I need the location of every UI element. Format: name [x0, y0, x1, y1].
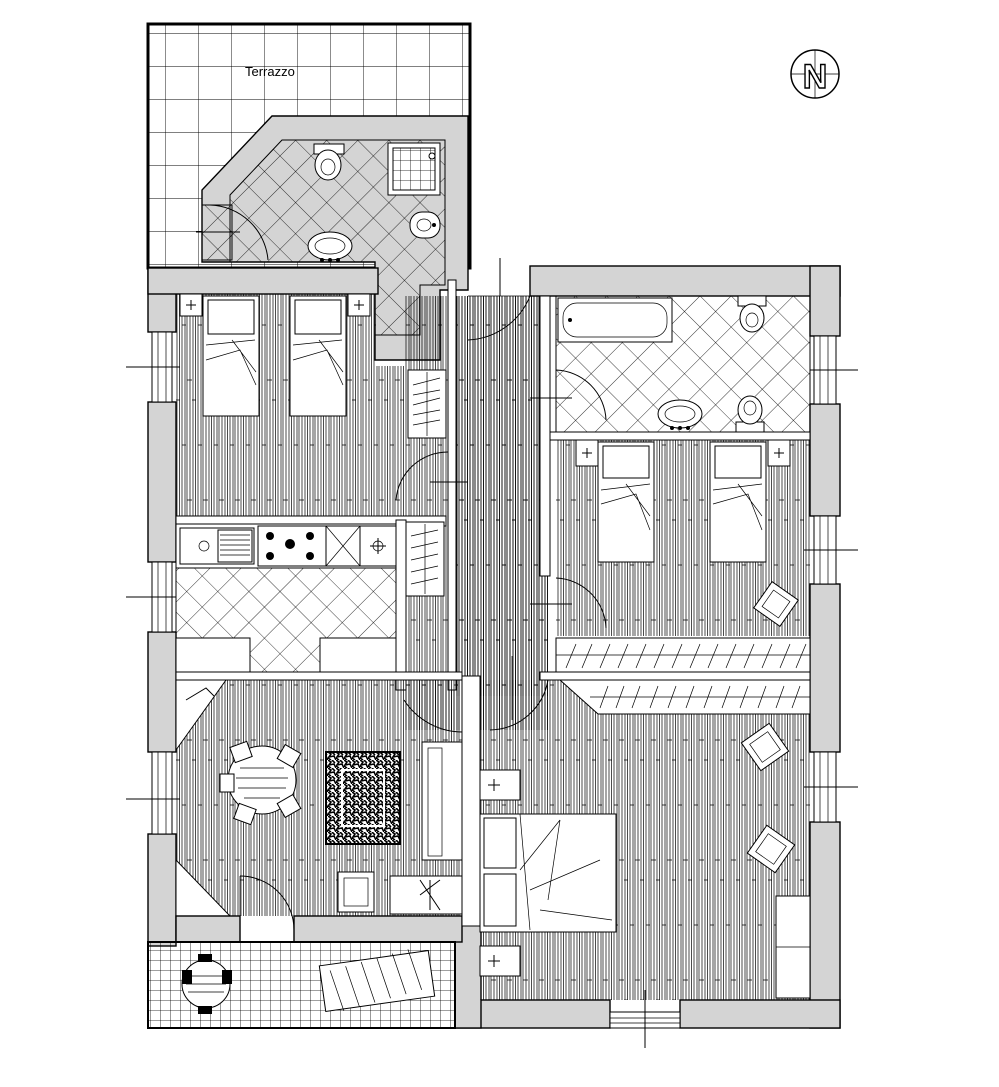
wardrobe-icon	[555, 637, 811, 673]
armchair-icon	[746, 824, 796, 874]
tv-cabinet-icon	[389, 875, 463, 915]
cooktop-icon	[257, 525, 327, 567]
wardrobe-icon	[558, 679, 811, 715]
sofa-icon	[421, 741, 467, 861]
nightstand-icon	[347, 293, 371, 317]
sun-lounger-icon	[318, 949, 436, 1012]
terrace-label: Terrazzo	[245, 64, 295, 79]
kitchen-sink-icon	[179, 527, 255, 565]
bidet-icon	[737, 295, 767, 333]
fireplace-icon	[185, 687, 215, 701]
outdoor-table-icon	[181, 954, 232, 1014]
corridor	[395, 258, 551, 733]
bidet-icon	[409, 211, 441, 239]
sink-icon	[307, 231, 353, 262]
single-bed-icon	[597, 441, 655, 563]
round-dining-table-icon	[219, 740, 302, 826]
nightstand-icon	[479, 945, 521, 977]
oven-icon	[325, 525, 361, 567]
single-bed-icon	[709, 441, 767, 563]
living-room	[126, 671, 467, 943]
toilet-icon	[313, 143, 345, 181]
single-bed-icon	[289, 295, 347, 417]
armchair-icon	[753, 581, 799, 627]
wardrobe-icon	[405, 521, 445, 597]
bathroom-east	[530, 295, 858, 441]
nightstand-icon	[767, 439, 791, 467]
toilet-icon	[735, 395, 765, 433]
master-bedroom	[461, 671, 858, 1048]
double-bed-icon	[479, 813, 617, 933]
bedroom-twin-west	[126, 293, 447, 527]
south-balcony	[147, 941, 456, 1029]
wardrobe-icon	[407, 369, 447, 439]
kitchen	[126, 519, 445, 691]
sink-icon	[657, 399, 703, 430]
nightstand-icon	[179, 293, 203, 317]
bedroom-twin-east	[530, 439, 858, 673]
nightstand-icon	[479, 769, 521, 801]
upper-bathroom	[196, 115, 469, 361]
north-arrow-icon: N	[790, 49, 840, 99]
rug-icon	[325, 751, 401, 845]
compass-letter: N	[803, 58, 828, 96]
bathtub-icon	[557, 297, 673, 343]
single-bed-icon	[202, 295, 260, 417]
bathroom-door-swing	[209, 204, 269, 261]
fridge-icon	[359, 525, 397, 567]
dresser-icon	[775, 895, 811, 999]
armchair-icon	[740, 722, 790, 772]
shower-tray-icon	[387, 142, 441, 196]
armchair-icon	[337, 871, 375, 913]
nightstand-icon	[575, 439, 599, 467]
